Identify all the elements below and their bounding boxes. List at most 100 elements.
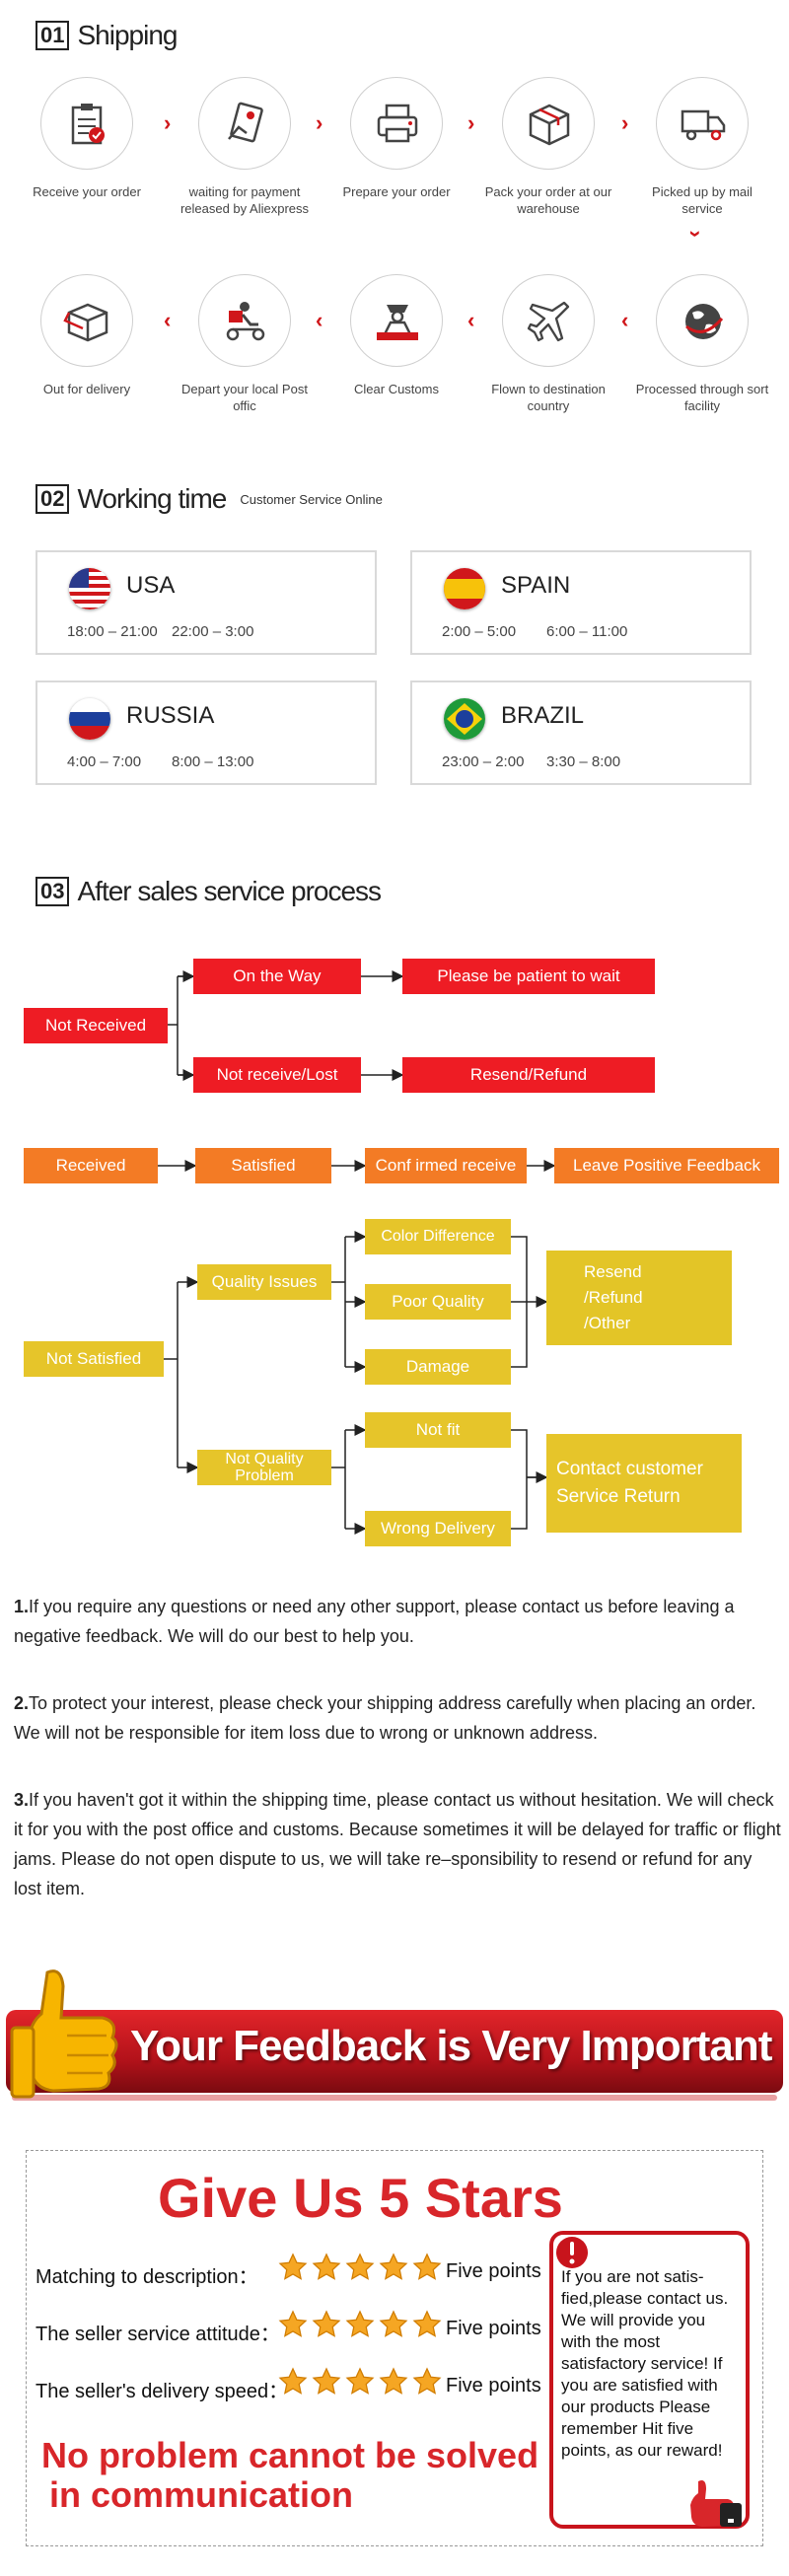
- time-range: 2:00 – 5:00: [442, 623, 517, 640]
- shipping-step: Pack your order at our warehouse: [479, 77, 617, 217]
- no-problem-line-2: in communication: [49, 2474, 354, 2515]
- confirmed-receive-box: Conf irmed receive: [365, 1148, 527, 1183]
- chevron-right-icon: ›: [467, 110, 475, 135]
- country-name: RUSSIA: [126, 702, 215, 729]
- note-number: 3.: [14, 1790, 30, 1810]
- shipping-step: Processed through sort facility: [633, 274, 771, 414]
- note-2: 2.To protect your interest, please check…: [14, 1688, 783, 1748]
- timezone-card-russia: RUSSIA 4:00 – 7:00 8:00 – 13:00: [36, 680, 377, 785]
- section-number: 01: [36, 21, 70, 50]
- country-name: BRAZIL: [501, 702, 585, 729]
- open-box-icon: [40, 274, 133, 367]
- star-icon: [345, 2253, 375, 2280]
- rating-value: Five points: [446, 2318, 541, 2339]
- star-icon: [412, 2310, 442, 2337]
- note-text: To protect your interest, please check y…: [14, 1693, 756, 1743]
- poor-quality-box: Poor Quality: [365, 1284, 511, 1320]
- red-thumbs-up-icon: [690, 2480, 742, 2527]
- rating-label: The seller's delivery speed：: [36, 2381, 289, 2402]
- side-note-text: If you are not satis-fied,please contact…: [561, 2267, 729, 2460]
- not-receive-lost-box: Not receive/Lost: [193, 1057, 361, 1093]
- chevron-right-icon: ›: [621, 110, 629, 135]
- shipping-step: Out for delivery: [18, 274, 156, 397]
- star-icon: [379, 2253, 408, 2280]
- other-label: /Other: [584, 1314, 631, 1332]
- step-label: Prepare your order: [342, 184, 451, 199]
- thumbs-up-icon: [10, 1969, 118, 2099]
- shipping-step: Picked up by mail service: [633, 77, 771, 217]
- time-range: 3:30 – 8:00: [546, 753, 621, 770]
- rating-label: The seller service attitude：: [36, 2324, 280, 2345]
- rating-value: Five points: [446, 2260, 541, 2282]
- star-icon: [278, 2367, 308, 2395]
- printer-icon: [350, 77, 443, 170]
- brazil-flag-icon: [444, 698, 485, 740]
- satisfied-box: Satisfied: [195, 1148, 331, 1183]
- note-number: 2.: [14, 1693, 30, 1713]
- no-problem-line-1: No problem cannot be solved: [41, 2435, 539, 2475]
- package-icon: [502, 77, 595, 170]
- contact-note-box: If you are not satis-fied,please contact…: [549, 2231, 750, 2529]
- chevron-left-icon: ‹: [164, 308, 172, 332]
- star-icon: [278, 2310, 308, 2337]
- globe-icon: [656, 274, 749, 367]
- shipping-step: Receive your order: [18, 77, 156, 200]
- not-quality-problem-box: Not Quality Problem: [197, 1450, 331, 1485]
- timezone-card-spain: SPAIN 2:00 – 5:00 6:00 – 11:00: [410, 550, 752, 655]
- section-title: Working time: [77, 483, 227, 514]
- not-satisfied-box: Not Satisfied: [24, 1341, 164, 1377]
- resend-refund-other-box: Resend /Refund /Other: [546, 1251, 732, 1345]
- note-text: If you haven't got it within the shippin…: [14, 1790, 781, 1898]
- clipboard-icon: [40, 77, 133, 170]
- star-icon: [412, 2253, 442, 2280]
- chevron-left-icon: ‹: [621, 308, 629, 332]
- star-icon: [379, 2367, 408, 2395]
- flow-connectors: [158, 970, 556, 1535]
- star-rating: [278, 2367, 442, 2397]
- step-label: waiting for payment released by Aliexpre…: [179, 184, 310, 216]
- star-icon: [379, 2310, 408, 2337]
- star-rating: [278, 2253, 442, 2282]
- chevron-right-icon: ›: [164, 110, 172, 135]
- customs-officer-icon: [350, 274, 443, 367]
- exclamation-icon: [556, 2237, 588, 2268]
- section-number: 02: [36, 484, 70, 514]
- shipping-step: waiting for payment released by Aliexpre…: [176, 77, 314, 217]
- chevron-left-icon: ‹: [467, 308, 475, 332]
- rating-panel: [26, 2150, 763, 2546]
- step-label: Clear Customs: [354, 382, 439, 396]
- step-label: Picked up by mail service: [652, 184, 753, 216]
- note-1: 1.If you require any questions or need a…: [14, 1592, 783, 1651]
- payment-card-icon: [198, 77, 291, 170]
- time-range: 18:00 – 21:00: [67, 623, 158, 640]
- section-subtitle: Customer Service Online: [240, 491, 383, 507]
- refund-label: /Refund: [584, 1288, 643, 1307]
- not-fit-box: Not fit: [365, 1412, 511, 1448]
- step-label: Processed through sort facility: [635, 382, 769, 413]
- country-name: SPAIN: [501, 572, 571, 599]
- working-time-heading: 02 Working time Customer Service Online: [36, 483, 383, 515]
- problem-label: Problem: [235, 1467, 294, 1484]
- rating-value: Five points: [446, 2375, 541, 2397]
- service-return-label: Service Return: [556, 1486, 681, 1507]
- section-number: 03: [36, 877, 70, 906]
- section-title: Shipping: [77, 20, 178, 50]
- airplane-icon: [502, 274, 595, 367]
- shipping-step: Flown to destination country: [479, 274, 617, 414]
- shipping-step: Prepare your order: [327, 77, 466, 200]
- time-range: 8:00 – 13:00: [172, 753, 254, 770]
- not-quality-label: Not Quality: [225, 1451, 304, 1467]
- step-label: Receive your order: [33, 184, 141, 199]
- step-label: Flown to destination country: [491, 382, 606, 413]
- contact-customer-box: Contact customer Service Return: [546, 1434, 742, 1533]
- courier-scooter-icon: [198, 274, 291, 367]
- after-sales-heading: 03 After sales service process: [36, 876, 382, 907]
- time-range: 6:00 – 11:00: [546, 623, 628, 640]
- chevron-down-icon: ›: [683, 230, 709, 238]
- star-icon: [312, 2310, 341, 2337]
- received-box: Received: [24, 1148, 158, 1183]
- section-title: After sales service process: [77, 876, 382, 906]
- star-icon: [312, 2367, 341, 2395]
- star-icon: [412, 2367, 442, 2395]
- be-patient-box: Please be patient to wait: [402, 959, 655, 994]
